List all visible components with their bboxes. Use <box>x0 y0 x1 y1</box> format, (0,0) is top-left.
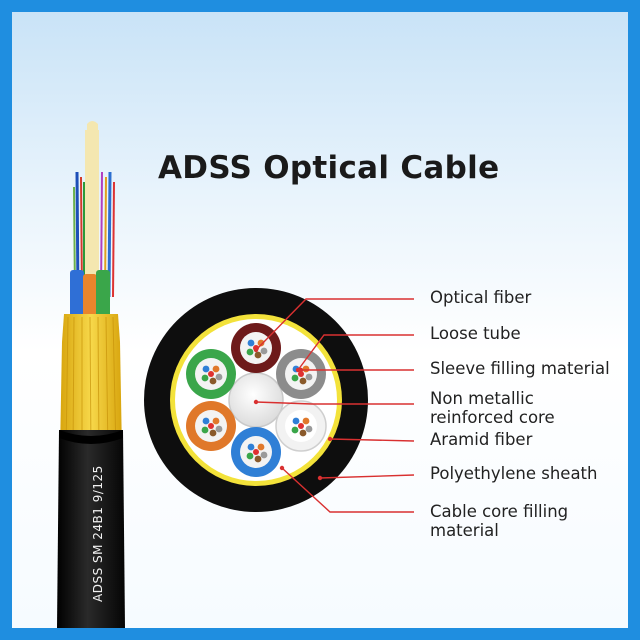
callout-lines <box>255 298 415 513</box>
leader-loose-tube <box>297 334 414 371</box>
cable-side-view: ADSS SM 24B1 9/125 <box>57 121 125 628</box>
label-sheath: Polyethylene sheath <box>430 464 598 483</box>
tube-orange <box>83 274 97 322</box>
central-strength-member <box>85 130 99 290</box>
label-core-line2: reinforced core <box>430 408 555 427</box>
diagram-canvas: ADSS SM 24B1 9/125 <box>57 121 415 628</box>
label-core-line1: Non metallic <box>430 389 534 408</box>
loose-tubes-exposed <box>70 270 110 322</box>
tube-blue <box>70 270 84 322</box>
cable-print-text: ADSS SM 24B1 9/125 <box>91 465 105 602</box>
label-filling-line1: Cable core filling <box>430 502 569 521</box>
leader-reinforced-core <box>255 401 414 405</box>
diagram-title: ADSS Optical Cable <box>158 150 500 186</box>
label-loose-tube: Loose tube <box>430 324 521 343</box>
fibers-in-tubes <box>201 339 313 463</box>
label-aramid: Aramid fiber <box>430 430 533 449</box>
tube-green <box>96 270 110 322</box>
label-filling-line2: material <box>430 521 499 540</box>
leader-aramid <box>329 438 415 442</box>
cable-sheath-body <box>57 430 125 628</box>
label-optical-fiber: Optical fiber <box>430 288 532 307</box>
leader-optical-fiber <box>255 298 414 351</box>
label-sleeve-filling: Sleeve filling material <box>430 359 610 378</box>
leader-sheath <box>319 474 415 479</box>
leader-core-filling <box>281 467 414 513</box>
